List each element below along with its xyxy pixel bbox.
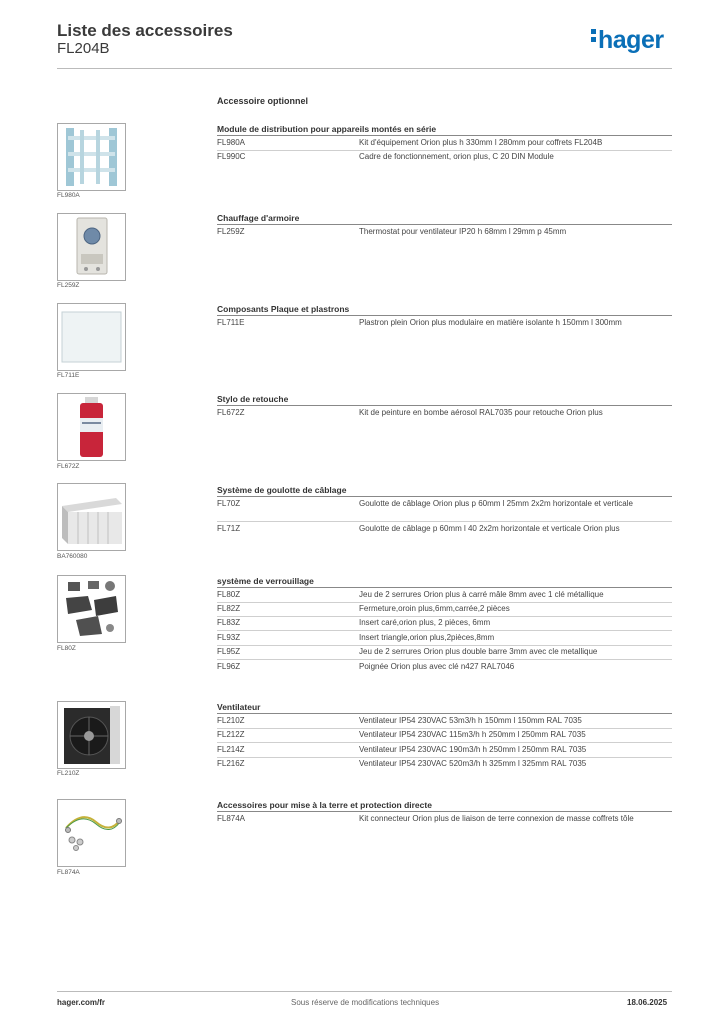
row-divider xyxy=(217,616,672,617)
product-desc: Poignée Orion plus avec clé n427 RAL7046 xyxy=(359,662,515,671)
row-divider xyxy=(217,728,672,729)
group-divider xyxy=(217,315,672,316)
product-image-fl80z xyxy=(57,575,126,643)
group-divider xyxy=(217,496,672,497)
product-image-fl259z xyxy=(57,213,126,281)
product-image-fl672z xyxy=(57,393,126,461)
row-divider xyxy=(217,645,672,646)
image-caption: FL210Z xyxy=(57,770,80,777)
product-ref: FL83Z xyxy=(217,618,241,627)
header-divider xyxy=(57,68,672,69)
product-ref: FL71Z xyxy=(217,524,241,533)
product-desc: Jeu de 2 serrures Orion plus double barr… xyxy=(359,647,598,656)
thermostat-icon xyxy=(76,217,108,275)
image-caption: FL259Z xyxy=(57,282,80,289)
product-desc: Thermostat pour ventilateur IP20 h 68mm … xyxy=(359,227,567,236)
distribution-module-icon xyxy=(66,128,117,186)
product-ref: FL70Z xyxy=(217,499,241,508)
cable-duct-icon xyxy=(62,498,122,544)
product-desc: Ventilateur IP54 230VAC 115m3/h h 250mm … xyxy=(359,730,586,739)
group-divider xyxy=(217,811,672,812)
brand-logo: hager xyxy=(591,26,664,55)
page-title: Liste des accessoires xyxy=(57,21,233,40)
product-desc: Cadre de fonctionnement, orion plus, C 2… xyxy=(359,152,554,161)
product-ref: FL82Z xyxy=(217,604,241,613)
product-desc: Ventilateur IP54 230VAC 53m3/h h 150mm l… xyxy=(359,716,582,725)
product-ref: FL210Z xyxy=(217,716,245,725)
product-ref: FL80Z xyxy=(217,590,241,599)
footer-date: 18.06.2025 xyxy=(627,998,668,1007)
group-title: système de verrouillage xyxy=(217,576,314,586)
product-ref: FL672Z xyxy=(217,408,245,417)
row-divider xyxy=(217,521,672,522)
product-desc: Fermeture,oroin plus,6mm,carrée,2 pièces xyxy=(359,604,510,613)
group-title: Composants Plaque et plastrons xyxy=(217,304,350,314)
page-subtitle: FL204B xyxy=(57,40,110,57)
product-ref: FL259Z xyxy=(217,227,245,236)
section-title: Accessoire optionnel xyxy=(217,96,309,106)
product-desc: Jeu de 2 serrures Orion plus à carré mâl… xyxy=(359,590,604,599)
group-title: Système de goulotte de câblage xyxy=(217,485,347,495)
group-divider xyxy=(217,587,672,588)
group-title: Stylo de retouche xyxy=(217,394,289,404)
footer-divider xyxy=(57,991,672,992)
product-desc: Ventilateur IP54 230VAC 520m3/h h 325mm … xyxy=(359,759,587,768)
product-ref: FL980A xyxy=(217,138,246,147)
product-image-fl210z xyxy=(57,701,126,769)
product-desc: Kit connecteur Orion plus de liaison de … xyxy=(359,814,634,823)
image-caption: FL672Z xyxy=(57,463,80,470)
product-image-ba760080 xyxy=(57,483,126,551)
product-desc: Ventilateur IP54 230VAC 190m3/h h 250mm … xyxy=(359,745,587,754)
product-desc: Goulotte de câblage p 60mm l 40 2x2m hor… xyxy=(359,524,620,533)
group-title: Accessoires pour mise à la terre et prot… xyxy=(217,800,432,810)
group-divider xyxy=(217,713,672,714)
product-ref: FL95Z xyxy=(217,647,241,656)
footer-website: hager.com/fr xyxy=(57,998,106,1007)
product-image-fl980a xyxy=(57,123,126,191)
row-divider xyxy=(217,150,672,151)
product-desc: Kit d'équipement Orion plus h 330mm l 28… xyxy=(359,138,603,147)
product-ref: FL216Z xyxy=(217,759,245,768)
product-desc: Plastron plein Orion plus modulaire en m… xyxy=(359,318,622,327)
row-divider xyxy=(217,602,672,603)
logo-text: hager xyxy=(598,26,664,54)
product-image-fl874a xyxy=(57,799,126,867)
row-divider xyxy=(217,659,672,660)
row-divider xyxy=(217,630,672,631)
image-caption: FL80Z xyxy=(57,645,76,652)
product-ref: FL212Z xyxy=(217,730,245,739)
lock-set-icon xyxy=(66,581,118,636)
group-title: Module de distribution pour appareils mo… xyxy=(217,124,437,134)
group-divider xyxy=(217,135,672,136)
product-image-fl711e xyxy=(57,303,126,371)
spray-can-icon xyxy=(80,397,103,457)
image-caption: FL874A xyxy=(57,869,80,876)
row-divider xyxy=(217,742,672,743)
image-caption: FL980A xyxy=(57,192,80,199)
footer-notice: Sous réserve de modifications techniques xyxy=(291,998,440,1007)
ground-cable-icon xyxy=(65,816,122,851)
product-desc: Insert caré,orion plus, 2 pièces, 6mm xyxy=(359,618,491,627)
product-ref: FL93Z xyxy=(217,633,241,642)
group-divider xyxy=(217,224,672,225)
product-ref: FL874A xyxy=(217,814,246,823)
product-ref: FL711E xyxy=(217,318,245,327)
product-ref: FL990C xyxy=(217,152,246,161)
row-divider xyxy=(217,757,672,758)
product-desc: Kit de peinture en bombe aérosol RAL7035… xyxy=(359,408,603,417)
product-desc: Goulotte de câblage Orion plus p 60mm l … xyxy=(359,499,633,508)
logo-dots-icon xyxy=(591,26,597,45)
image-caption: FL711E xyxy=(57,372,80,379)
product-ref: FL214Z xyxy=(217,745,245,754)
blank-plate-icon xyxy=(61,311,122,363)
group-divider xyxy=(217,405,672,406)
product-ref: FL96Z xyxy=(217,662,241,671)
group-title: Ventilateur xyxy=(217,702,261,712)
group-title: Chauffage d'armoire xyxy=(217,213,300,223)
image-caption: BA760080 xyxy=(57,553,88,560)
fan-icon xyxy=(64,706,120,764)
product-desc: Insert triangle,orion plus,2pièces,8mm xyxy=(359,633,495,642)
